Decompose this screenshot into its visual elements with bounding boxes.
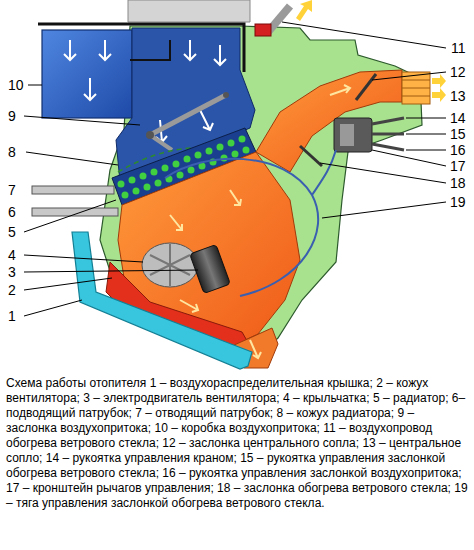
callout-number: 16 bbox=[450, 143, 466, 158]
callout-number: 3 bbox=[8, 265, 16, 280]
air-flow-arrows bbox=[64, 40, 226, 142]
heater-illustration bbox=[0, 0, 474, 372]
caption: Схема работы отопителя 1 – воздухораспре… bbox=[6, 376, 468, 511]
valve bbox=[255, 24, 271, 36]
frame bbox=[38, 24, 244, 72]
fan-motor bbox=[190, 244, 231, 293]
center-flap bbox=[356, 74, 376, 100]
callout-number: 13 bbox=[450, 89, 466, 104]
control-rod bbox=[312, 150, 336, 195]
windshield-flap bbox=[300, 146, 322, 166]
warm-air-arrows bbox=[170, 85, 350, 358]
callout-number: 1 bbox=[8, 309, 16, 324]
inlet-pipe bbox=[32, 208, 118, 216]
callout-number: 8 bbox=[8, 145, 16, 160]
callout-number: 4 bbox=[8, 248, 16, 263]
callout-number: 14 bbox=[450, 111, 466, 126]
callout-number: 9 bbox=[8, 109, 16, 124]
control-bracket bbox=[334, 118, 404, 152]
callout-number: 7 bbox=[8, 183, 16, 198]
heater-housing bbox=[100, 26, 422, 352]
callout-number: 2 bbox=[8, 283, 16, 298]
callout-number: 11 bbox=[451, 41, 466, 56]
callout-number: 15 bbox=[450, 127, 466, 142]
callout-number: 6 bbox=[8, 205, 16, 220]
callout-number: 10 bbox=[8, 78, 24, 93]
air-intake-box bbox=[42, 30, 132, 118]
callout-number: 17 bbox=[450, 159, 466, 174]
callout-number: 18 bbox=[450, 176, 466, 191]
callout-number: 5 bbox=[8, 225, 16, 240]
callout-number: 19 bbox=[450, 195, 466, 210]
nozzle-vanes bbox=[402, 80, 430, 96]
fan-impeller bbox=[142, 243, 198, 287]
control-rod bbox=[165, 159, 318, 296]
outlet-pipe bbox=[32, 186, 114, 194]
air-out-arrows bbox=[432, 74, 446, 102]
callout-number: 12 bbox=[450, 65, 466, 80]
panel bbox=[128, 0, 250, 22]
leader-lines bbox=[24, 22, 446, 316]
frame bbox=[130, 40, 170, 60]
distribution-cover bbox=[72, 232, 252, 369]
air-out-arrow bbox=[296, 0, 312, 21]
